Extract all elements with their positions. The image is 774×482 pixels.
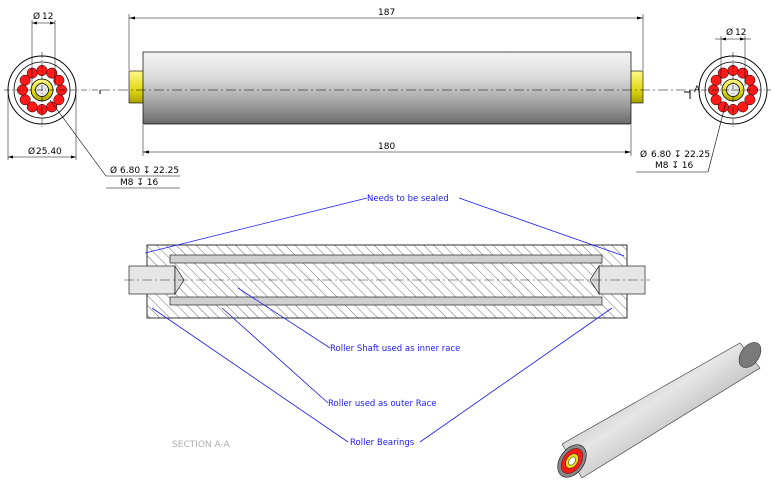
right-callout-line2: M8 ↧ 16	[655, 161, 693, 171]
bearing-ball	[46, 67, 58, 79]
bearing-ball	[19, 94, 31, 106]
bearing-ball	[53, 74, 65, 86]
left-callout-symbol: Ø	[110, 165, 117, 176]
bearing-ball	[737, 101, 749, 113]
dim-roller-length: 180	[378, 142, 395, 152]
dim-right-bore-symbol: Ø	[726, 27, 733, 38]
right-callout-line1: 6.80 ↧ 22.25	[651, 150, 710, 160]
note-roller-shaft: Roller Shaft used as inner race	[330, 344, 460, 354]
annotation-leaders	[144, 197, 625, 443]
bearing-ball	[26, 101, 38, 113]
bearing-ball	[53, 94, 65, 106]
isometric-view	[557, 342, 762, 479]
dim-left-outer: 25.40	[36, 147, 62, 157]
left-callout-line1: 6.80 ↧ 22.25	[120, 166, 179, 176]
roller-front-view: 187 180	[100, 8, 690, 156]
note-outer-race: Roller used as outer Race	[328, 399, 437, 409]
section-marker: A	[694, 85, 701, 95]
bearing-ball	[710, 74, 722, 86]
note-needs-sealed: Needs to be sealed	[367, 194, 449, 204]
note-roller-bearings: Roller Bearings	[350, 438, 415, 448]
bearing-ball	[710, 94, 722, 106]
bearing-ball	[744, 94, 756, 106]
dim-left-bore-symbol: Ø	[33, 11, 40, 22]
bearing-ball	[744, 74, 756, 86]
section-a-a-view	[124, 244, 650, 319]
right-end-view: Ø 12 A Ø 6.80 ↧ 22.25 M8 ↧ 16	[636, 27, 771, 173]
left-callout-line2: M8 ↧ 16	[120, 178, 158, 188]
bearing-ball	[717, 67, 729, 79]
dim-left-bore: 12	[42, 12, 53, 22]
bearing-ball	[19, 74, 31, 86]
bearing-ball	[737, 67, 749, 79]
dim-left-outer-symbol: Ø	[28, 146, 35, 157]
right-callout-symbol: Ø	[640, 149, 647, 160]
dim-right-bore: 12	[735, 28, 746, 38]
left-end-view: Ø 12 Ø 25.40 Ø 6.80 ↧ 22.25 M8 ↧ 16	[4, 11, 180, 189]
section-label: SECTION A-A	[172, 440, 231, 450]
dim-overall-length: 187	[378, 8, 395, 18]
